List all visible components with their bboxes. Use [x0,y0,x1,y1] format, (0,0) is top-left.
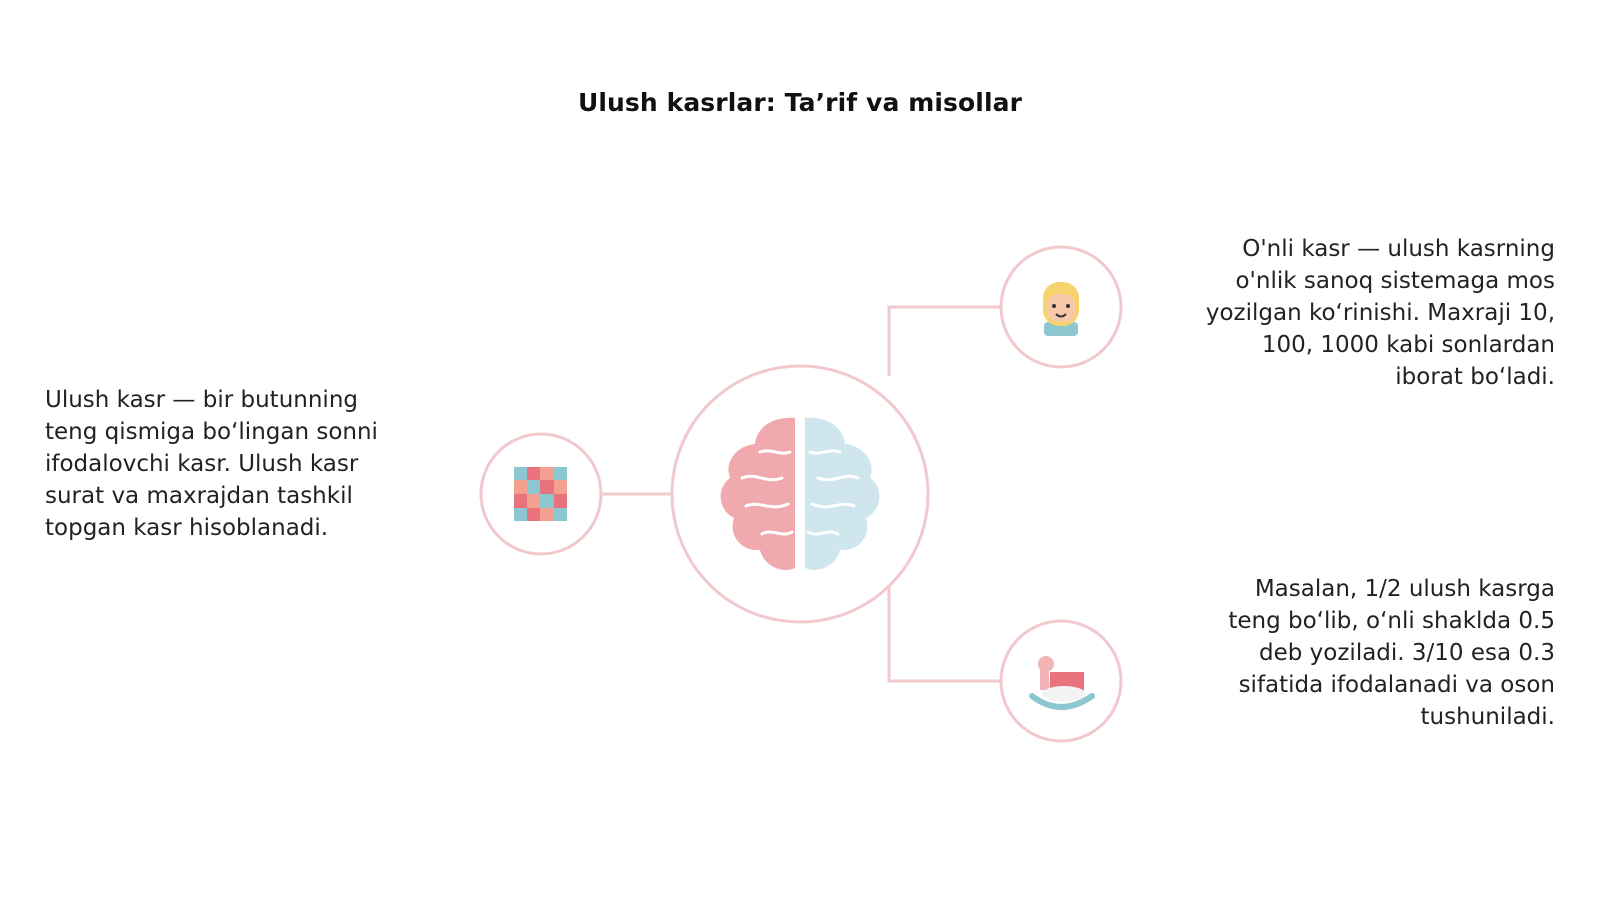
right-top-line: iborat bo‘ladi. [1395,364,1555,390]
right-top-line: 100, 1000 kabi sonlardan [1261,332,1555,358]
right-top-line: O'nli kasr — ulush kasrning [1242,236,1555,262]
center-node [670,364,930,624]
right-bottom-description: Masalan, 1/2 ulush kasrga teng bo‘lib, o… [1155,573,1555,733]
left-line: teng qismiga bo‘lingan sonni [45,419,378,445]
connector-top [887,305,1000,376]
connector-bottom [887,586,1000,683]
right-bottom-line: teng bo‘lib, o‘nli shaklda 0.5 [1228,608,1555,634]
brain-icon [720,417,880,570]
left-line: surat va maxrajdan tashkil [45,483,353,509]
left-line: ifodalovchi kasr. Ulush kasr [45,451,359,477]
left-line: Ulush kasr — bir butunning [45,387,358,413]
left-line: topgan kasr hisoblanadi. [45,515,329,541]
left-description: Ulush kasr — bir butunning teng qismiga … [45,384,445,544]
right-bottom-line: deb yoziladi. 3/10 esa 0.3 [1259,640,1555,666]
page-title: Ulush kasrlar: Ta’rif va misollar [577,88,1023,117]
right-bottom-line: sifatida ifodalanadi va oson [1238,672,1555,698]
rocking-horse-icon [1029,656,1095,710]
right-top-description: O'nli kasr — ulush kasrning o'nlik sanoq… [1155,233,1555,393]
right-bottom-line: tushuniladi. [1420,704,1556,730]
child-face-icon [1043,282,1079,336]
puzzle-icon [514,467,567,521]
right-bottom-line: Masalan, 1/2 ulush kasrga [1254,576,1555,602]
right-top-line: o'nlik sanoq sistemaga mos [1235,268,1555,294]
right-top-line: yozilgan ko‘rinishi. Maxraji 10, [1205,300,1555,326]
